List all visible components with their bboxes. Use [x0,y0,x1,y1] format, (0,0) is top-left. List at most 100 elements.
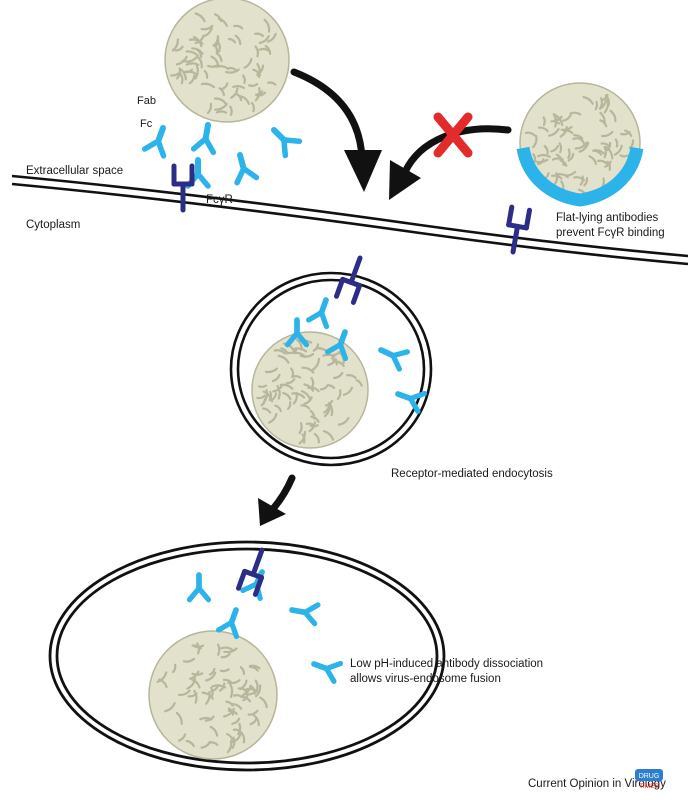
virus-ridge [559,159,568,167]
virus-ridge [569,111,582,116]
virus-ridge [229,105,233,116]
virus-ridge [185,50,200,58]
virus-ridge [537,126,549,133]
virus-ridge [231,703,243,710]
virus-ridge [164,702,176,713]
fc-label: Fc [140,118,153,130]
endosome-1-outer [229,271,433,467]
dissociation-label-line1: Low pH-induced antibody dissociation [350,658,544,670]
virus-ridge [249,665,259,672]
virus-ridge [298,422,303,435]
virus-ridge [189,670,200,680]
fcgr-label: FcγR [206,194,233,206]
source-credit: Current Opinion in Virology [528,778,666,790]
virus-ridge [310,377,315,388]
antibody-y-icon [141,125,167,159]
plasma-membrane-inner [11,182,688,266]
virus-ridge [259,696,268,709]
curved-arrow-icon [389,125,512,200]
virus-ridge [188,38,204,45]
virus-ridge [613,144,623,156]
virus-ridge [232,694,243,698]
virus-ridge [223,707,236,718]
virus-ridge [191,672,204,676]
virus-ridge [573,134,584,140]
virus-ridge [240,732,246,744]
virus-ridge [229,683,234,698]
virus-ridge [336,389,342,400]
virus-ridge [219,668,230,673]
virus-ridge [226,740,233,754]
virus-ridge [267,81,277,86]
antibody-y-icon [186,572,212,603]
antibody-y-icon [311,660,344,684]
virus-ridge [254,45,260,58]
virus-ridge [311,357,321,371]
extracellular-space-label: Extracellular space [26,165,124,177]
virus-ridge [225,700,234,707]
virus-ridge [172,663,177,674]
virus-ridge [242,74,246,85]
virus-ridge [579,175,584,186]
virus-ridge [179,72,184,85]
virus-ridge [273,349,287,355]
virus-ridge [217,42,221,53]
virus-ridge [220,653,231,659]
virus-ridge [205,691,211,705]
virus-ridge [536,158,545,166]
virus-ridge [260,397,267,407]
virus-ridge [254,32,264,37]
flat-lying-label-line1: Flat-lying antibodies [556,212,659,224]
curved-arrow-icon [290,68,382,192]
virus-ridge [614,138,619,148]
virus-ridge [323,404,331,418]
virus-ridge [209,741,219,746]
watermark-bottom-text: TIMES [639,783,660,790]
virus-ridge [550,144,559,153]
virus-ridge [588,155,597,165]
virus-particle-icon [148,630,278,760]
virus-ridge [264,44,272,55]
virus-ridge [292,347,308,353]
virus-ridge [279,383,294,390]
virus-ridge [252,714,260,727]
antibody-y-icon [306,297,330,330]
virus-ridge [209,725,219,737]
virus-ridge [194,12,206,23]
virus-ridge [217,17,228,27]
virus-particle-icon [251,331,369,449]
virus-ridge [175,55,188,66]
virus-ridge [274,404,282,413]
virus-ridge [218,87,225,97]
virus-particle-icon [164,0,290,123]
fab-label: Fab [137,95,156,107]
virus-ridge [263,18,271,33]
virus-ridge [239,679,248,690]
virus-ridge [227,679,241,685]
virus-ridge [156,671,168,683]
virus-ridge [271,373,281,383]
virus-ridge [196,642,201,655]
virus-ridge [222,678,233,684]
virus-ridge [254,679,259,693]
virus-ridge [287,401,292,410]
virus-ridge [268,412,278,424]
virus-ridge [170,71,182,77]
virus-ridge [188,74,196,85]
virus-ridge [322,430,335,441]
virus-ridge [227,37,237,44]
antibody-y-icon [284,317,310,348]
virus-ridge [560,125,573,131]
virus-ridge [215,65,230,70]
virus-ridge [603,99,610,114]
virus-ridge [178,67,187,81]
virus-ridge [332,359,345,367]
virus-ridge [215,52,223,63]
virus-ridge [628,139,635,150]
virus-ridge [227,66,237,72]
virus-ridge [573,176,586,182]
virus-ridge [578,137,586,148]
virus-ridge [202,27,213,38]
virus-ridge [197,56,203,69]
virus-ridge [268,390,273,402]
